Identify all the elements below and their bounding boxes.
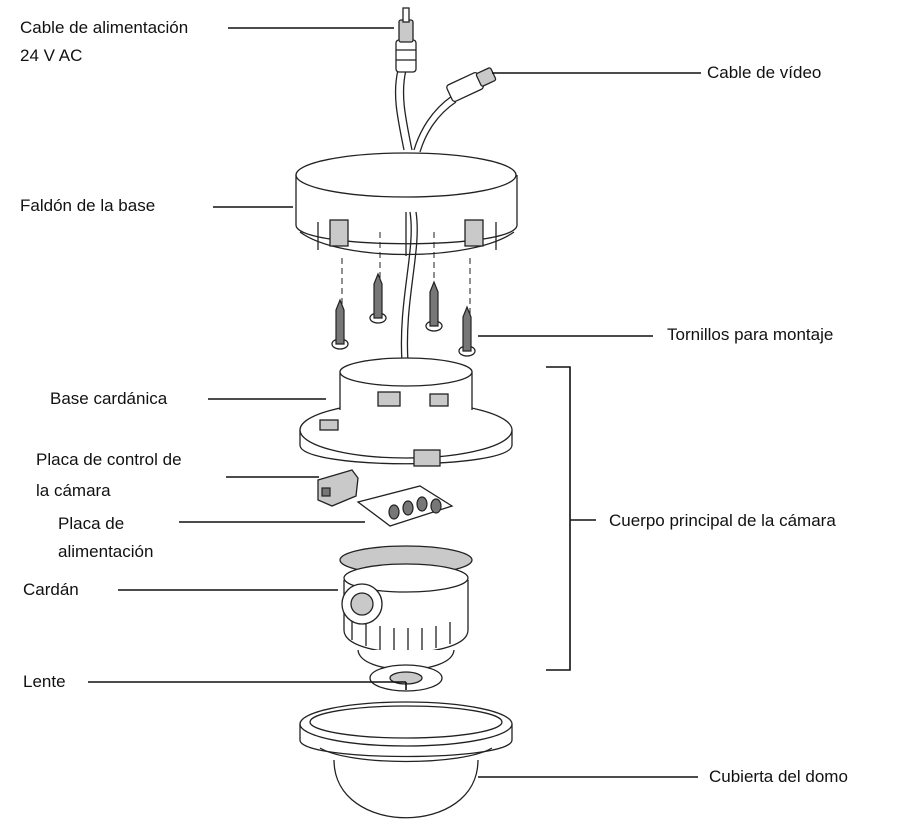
video-cable bbox=[413, 67, 497, 153]
power-cable bbox=[394, 7, 417, 151]
label-mounting-screws: Tornillos para montaje bbox=[667, 325, 834, 344]
screw-1 bbox=[331, 298, 349, 350]
label-gimbal-base: Base cardánica bbox=[50, 389, 168, 408]
control-board bbox=[317, 469, 359, 507]
dome-cover bbox=[299, 701, 513, 819]
screw-2 bbox=[369, 272, 387, 324]
camera-body-bracket bbox=[546, 366, 571, 671]
label-camera-body: Cuerpo principal de la cámara bbox=[609, 511, 836, 530]
label-power-board-line1: Placa de bbox=[58, 514, 125, 533]
power-board bbox=[356, 485, 454, 527]
label-control-board-line2: la cámara bbox=[36, 481, 111, 500]
label-gimbal: Cardán bbox=[23, 580, 79, 599]
mounting-screws bbox=[331, 232, 476, 357]
label-dome-cover: Cubierta del domo bbox=[709, 767, 848, 786]
cable-run-2 bbox=[406, 211, 418, 363]
base-skirt bbox=[295, 152, 518, 256]
label-base-skirt: Faldón de la base bbox=[20, 196, 156, 215]
label-power-cable-line2: 24 V AC bbox=[20, 46, 83, 65]
label-power-board-line2: alimentación bbox=[58, 542, 154, 561]
screw-3 bbox=[425, 280, 443, 332]
screw-4 bbox=[458, 305, 476, 357]
label-lens: Lente bbox=[23, 672, 66, 691]
label-video-cable: Cable de vídeo bbox=[707, 63, 822, 82]
gimbal-base bbox=[299, 357, 513, 467]
cable-run bbox=[400, 211, 412, 363]
label-power-cable-line1: Cable de alimentación bbox=[20, 18, 189, 37]
gimbal-module bbox=[339, 545, 473, 692]
label-control-board-line1: Placa de control de bbox=[36, 450, 182, 469]
